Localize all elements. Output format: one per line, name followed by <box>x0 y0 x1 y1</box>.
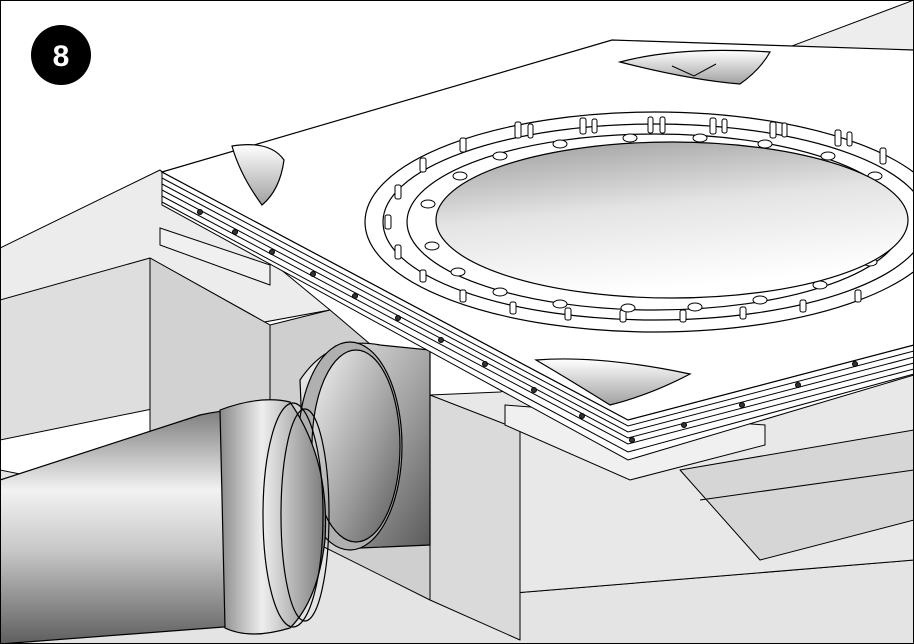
step-number-badge: 8 <box>31 25 91 85</box>
step-number: 8 <box>53 40 70 73</box>
drain-flange <box>364 111 914 333</box>
drain-pipe <box>0 341 431 644</box>
